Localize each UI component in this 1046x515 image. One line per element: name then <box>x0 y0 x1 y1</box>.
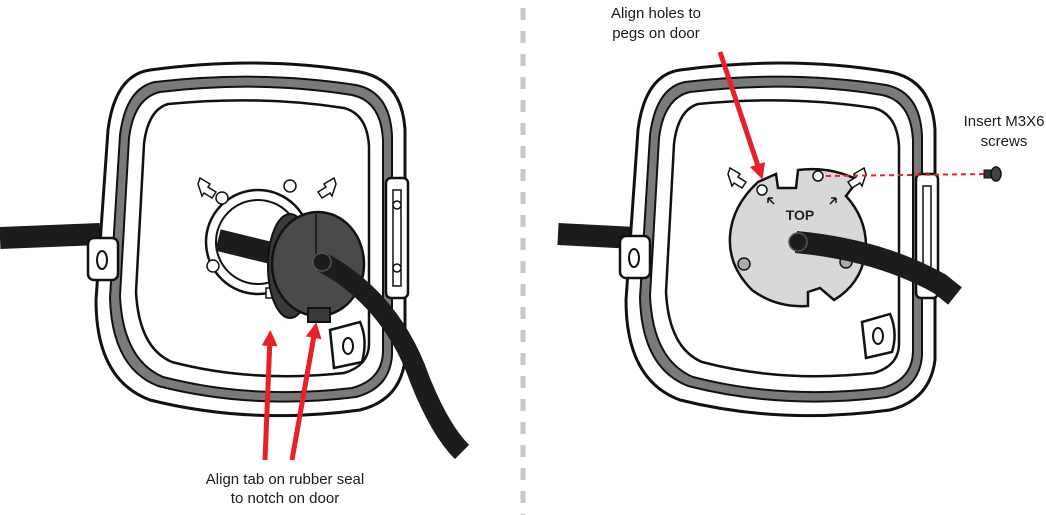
cable-left-entry <box>0 223 101 249</box>
hinge-right-panel <box>618 234 652 280</box>
right-panel: TOP Align holes to pegs on door Insert M… <box>557 5 1045 418</box>
hinge-left <box>86 236 120 282</box>
mount-tab-left <box>328 320 366 370</box>
screw-caption-line2: screws <box>981 133 1028 150</box>
right-top-caption-line1: Align holes to <box>611 5 701 22</box>
holes-align-arrow <box>717 51 766 180</box>
right-top-caption-line2: pegs on door <box>612 25 700 42</box>
left-caption-line2: to notch on door <box>231 490 339 507</box>
align-arrow-icon <box>197 176 218 200</box>
screw-icon <box>983 166 1002 182</box>
small-arrow-icon <box>767 197 775 205</box>
screw-caption-line1: Insert M3X6 <box>964 113 1045 130</box>
left-panel: Align tab on rubber seal to notch on doo… <box>0 61 470 507</box>
latch-left-panel <box>384 176 410 300</box>
plate-top-label: TOP <box>786 207 815 223</box>
small-arrow-icon <box>829 197 837 205</box>
cable-right-exit <box>794 231 962 305</box>
mount-tab-right <box>860 312 896 360</box>
align-arrow-icon <box>316 176 337 200</box>
notch-align-arrow <box>289 322 322 461</box>
tab-align-arrow <box>261 330 278 461</box>
align-arrow-icon <box>727 166 748 190</box>
cable-left-exit <box>317 253 470 460</box>
screw-guide-line <box>825 173 989 177</box>
left-caption-line1: Align tab on rubber seal <box>206 471 364 488</box>
